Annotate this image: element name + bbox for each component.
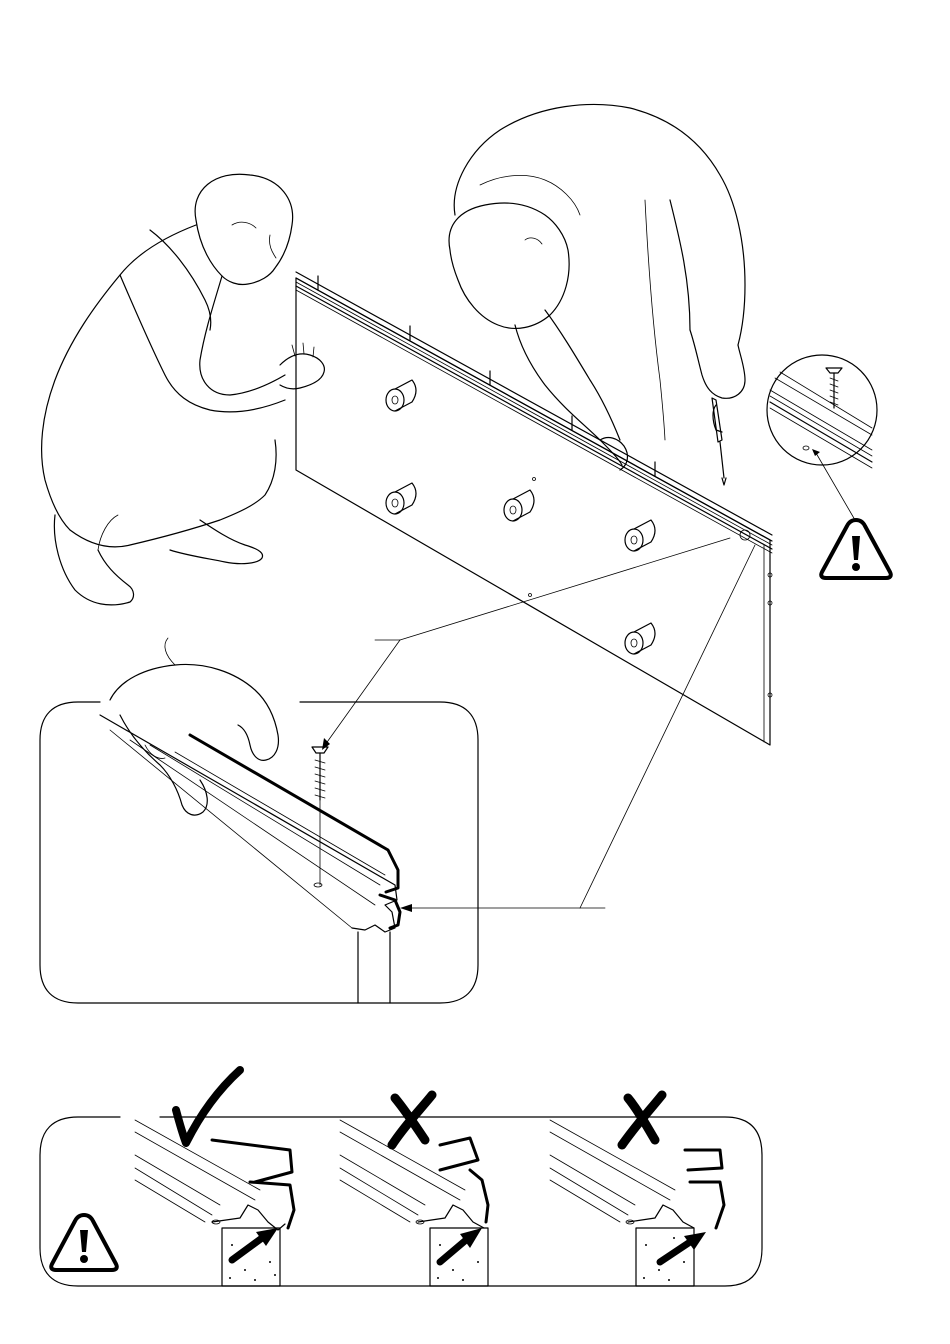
variant-incorrect (340, 1095, 488, 1286)
spacer (386, 380, 416, 411)
wall-panel (296, 278, 772, 745)
warning-triangle-icon (821, 520, 891, 578)
spacer (625, 623, 655, 654)
variant-incorrect (550, 1095, 724, 1286)
arrow-icon (440, 1228, 482, 1262)
magnified-detail-circle (767, 355, 877, 520)
person-standing (449, 104, 745, 470)
screw-icon (312, 747, 328, 887)
arrow-icon (660, 1232, 706, 1262)
warning-triangle-icon (51, 1215, 117, 1270)
spacer (504, 490, 534, 521)
check-mark-icon (176, 1070, 240, 1143)
warning-inset (40, 1070, 762, 1286)
person-crouching (42, 174, 325, 605)
leader-lines (322, 538, 755, 912)
screwdriver-icon (712, 398, 726, 485)
x-mark-icon (622, 1095, 662, 1145)
concrete-block (430, 1228, 488, 1286)
arrow-icon (232, 1228, 278, 1260)
panel-spacers (386, 380, 655, 654)
variant-correct (135, 1070, 294, 1286)
spacer (386, 483, 416, 514)
spacer (625, 520, 655, 551)
detail-inset (40, 638, 478, 1003)
screw-icon (826, 368, 842, 408)
x-mark-icon (392, 1095, 432, 1145)
